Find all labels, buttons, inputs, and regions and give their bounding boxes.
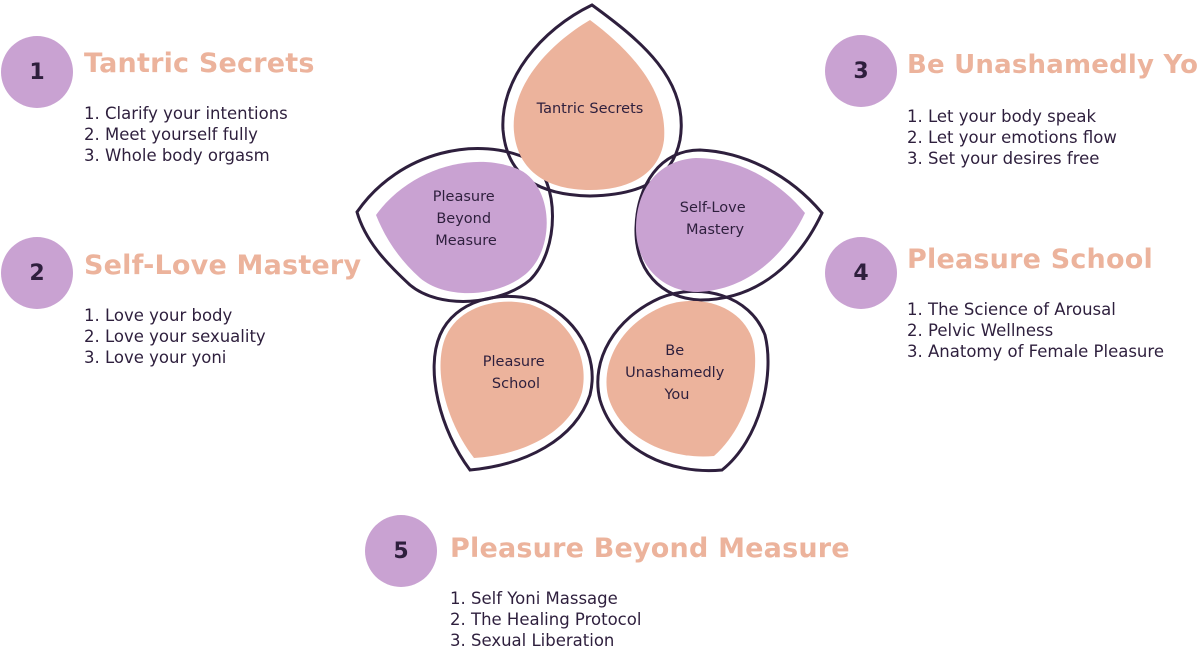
- petal-self-love-mastery: [636, 158, 805, 292]
- petal-label-tantric-secrets: Tantric Secrets: [536, 101, 644, 117]
- step-list-1: 1. Clarify your intentions 2. Meet yours…: [84, 103, 288, 166]
- list-item: 1. Love your body: [84, 306, 233, 325]
- petal-label-line: Measure: [435, 233, 497, 249]
- list-item: 2. Let your emotions flow: [907, 128, 1117, 147]
- petal-outline-left: [355, 147, 554, 303]
- step-number-badge-2: 2: [1, 237, 73, 309]
- petal-pleasure-school: [440, 301, 584, 458]
- step-number-badge-1: 1: [1, 36, 73, 108]
- petal-label-line: Be: [665, 343, 684, 359]
- petal-outline-top: [501, 3, 683, 198]
- petal-label-line: Unashamedly: [625, 365, 725, 381]
- petal-label-line: Pleasure: [483, 354, 545, 370]
- step-number: 2: [29, 260, 45, 286]
- list-item: 2. Meet yourself fully: [84, 125, 258, 144]
- petal-label-be-unashamedly-you: Be Unashamedly You: [625, 343, 729, 403]
- step-list-5: 1. Self Yoni Massage 2. The Healing Prot…: [450, 588, 641, 651]
- list-item: 3. Whole body orgasm: [84, 146, 270, 165]
- step-title-3: Be Unashamedly You: [907, 50, 1200, 80]
- list-item: 1. Self Yoni Massage: [450, 589, 618, 608]
- petal-label-self-love-mastery: Self-Love Mastery: [680, 200, 751, 238]
- step-number: 1: [29, 59, 45, 85]
- step-number: 5: [393, 538, 409, 564]
- petal-pleasure-beyond-measure: [376, 161, 547, 294]
- petal-labels: Tantric Secrets Pleasure Beyond Measure …: [433, 101, 751, 403]
- step-list-4: 1. The Science of Arousal 2. Pelvic Well…: [907, 299, 1164, 362]
- petals: [376, 20, 805, 458]
- list-item: 3. Love your yoni: [84, 348, 227, 367]
- step-title-2: Self-Love Mastery: [84, 250, 362, 281]
- step-number-badge-3: 3: [825, 35, 897, 107]
- step-title-5: Pleasure Beyond Measure: [450, 533, 850, 564]
- petal-label-line: Self-Love: [680, 200, 746, 216]
- petal-label-pleasure-school: Pleasure School: [483, 354, 550, 392]
- step-title-1: Tantric Secrets: [84, 48, 315, 79]
- list-item: 2. Pelvic Wellness: [907, 321, 1054, 340]
- petal-label-line: Tantric Secrets: [536, 101, 644, 117]
- step-number-badge-5: 5: [365, 515, 437, 587]
- list-item: 3. Anatomy of Female Pleasure: [907, 342, 1164, 361]
- list-item: 2. Love your sexuality: [84, 327, 266, 346]
- petal-label-pleasure-beyond-measure: Pleasure Beyond Measure: [433, 189, 500, 249]
- list-item: 2. The Healing Protocol: [450, 610, 642, 629]
- petal-outline-bottom-left: [432, 294, 594, 472]
- petal-label-line: Pleasure: [433, 189, 495, 205]
- petal-label-line: School: [492, 376, 540, 392]
- petal-tantric-secrets: [513, 20, 665, 190]
- list-item: 3. Set your desires free: [907, 149, 1100, 168]
- list-item: 1. Clarify your intentions: [84, 104, 288, 123]
- petal-label-line: You: [664, 387, 690, 403]
- petal-label-line: Beyond: [436, 211, 491, 227]
- step-list-2: 1. Love your body 2. Love your sexuality…: [84, 305, 266, 368]
- step-number: 3: [853, 58, 869, 84]
- list-item: 3. Sexual Liberation: [450, 631, 615, 650]
- step-list-3: 1. Let your body speak 2. Let your emoti…: [907, 106, 1117, 169]
- petal-outline-bottom-right: [596, 289, 770, 473]
- list-item: 1. Let your body speak: [907, 107, 1097, 126]
- step-title-4: Pleasure School: [907, 244, 1153, 275]
- petal-label-line: Mastery: [686, 222, 745, 238]
- list-item: 1. The Science of Arousal: [907, 300, 1116, 319]
- petal-be-unashamedly-you: [606, 300, 756, 457]
- step-number: 4: [853, 260, 869, 286]
- step-number-badge-4: 4: [825, 237, 897, 309]
